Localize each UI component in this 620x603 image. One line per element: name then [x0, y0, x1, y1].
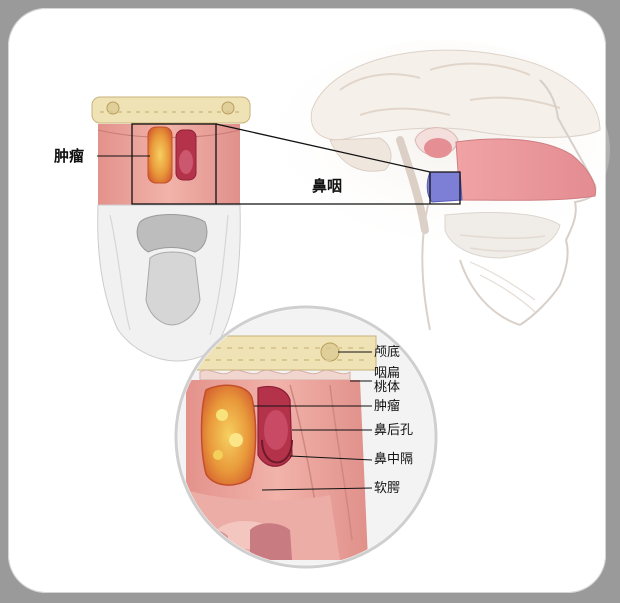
tumor-label-detail: 肿瘤 — [374, 399, 400, 414]
choana-label: 鼻后孔 — [374, 423, 413, 438]
nasopharynx-label: 鼻咽 — [312, 178, 342, 195]
adenoid-label-line1: 咽扁 — [374, 366, 400, 381]
tumor-label-left: 肿瘤 — [54, 148, 84, 165]
posterior-view — [92, 97, 250, 361]
nasal-septum-label: 鼻中隔 — [374, 452, 413, 467]
adenoid-label-line2: 桃体 — [374, 380, 400, 395]
skull-base-label: 颅底 — [374, 345, 400, 360]
soft-palate-label: 软腭 — [374, 481, 400, 496]
nasopharynx-highlight — [427, 172, 462, 202]
